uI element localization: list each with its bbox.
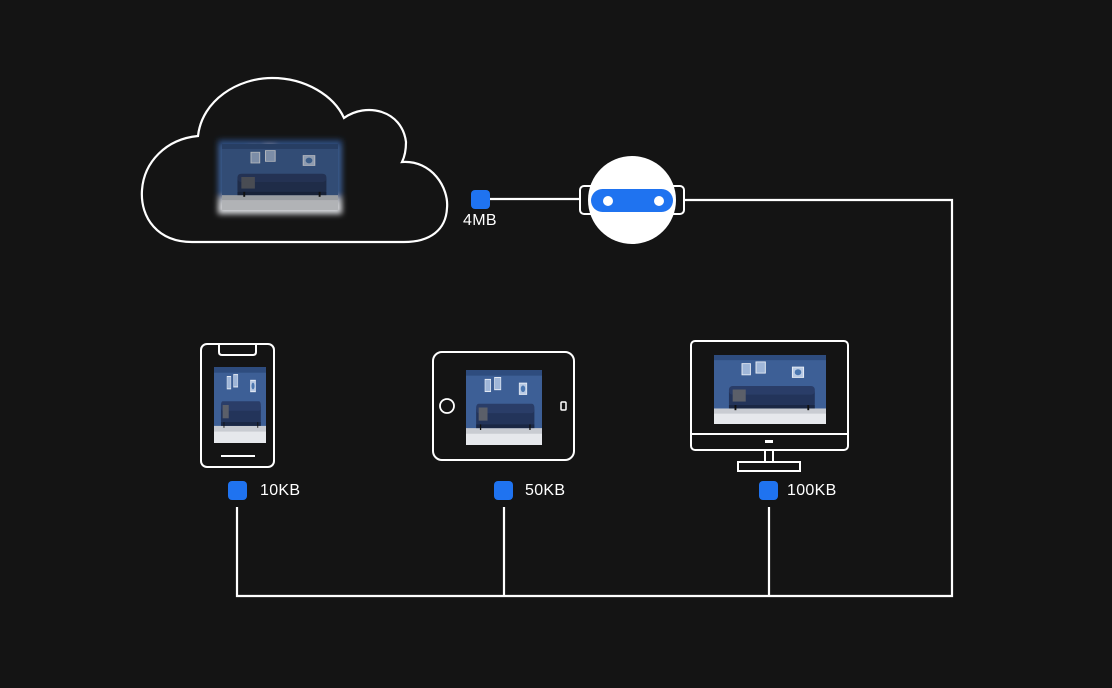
optimizer-pill-icon xyxy=(579,156,685,244)
desktop-size-chip xyxy=(759,481,778,500)
monitor-icon xyxy=(690,340,849,472)
smartphone-icon xyxy=(200,343,275,468)
source-size-chip xyxy=(471,190,490,209)
distribution-wire xyxy=(235,198,954,598)
tablet-icon xyxy=(432,351,575,461)
tablet-size-chip xyxy=(494,481,513,500)
phone-size-label: 10KB xyxy=(260,482,301,499)
desktop-size-label: 100KB xyxy=(787,482,837,499)
phone-size-chip xyxy=(228,481,247,500)
cloud-icon xyxy=(140,76,449,244)
source-size-label: 4MB xyxy=(463,212,497,229)
tablet-size-label: 50KB xyxy=(525,482,566,499)
